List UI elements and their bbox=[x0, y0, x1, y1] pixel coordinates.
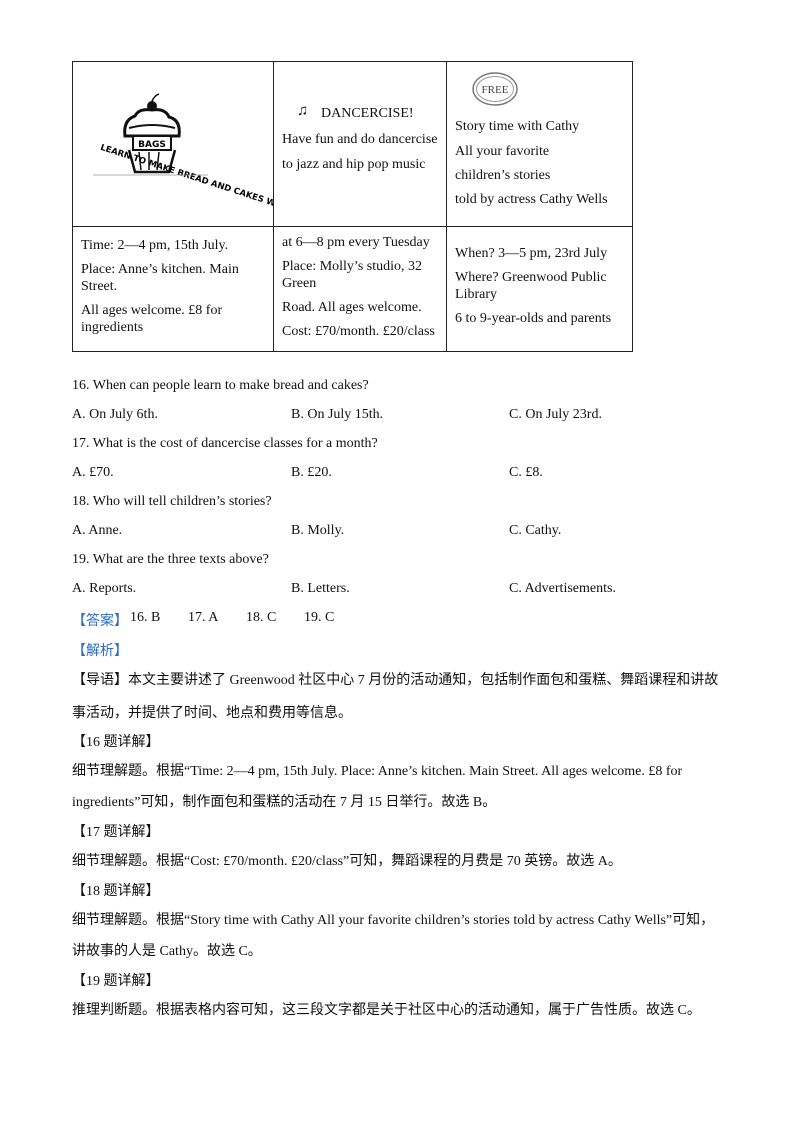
story-ad-cell: FREE Story time with Cathy All your favo… bbox=[446, 61, 633, 227]
story-when: When? 3—5 pm, 23rd July bbox=[455, 245, 608, 261]
dance-place: Place: Molly’s studio, 32 Green bbox=[282, 258, 422, 291]
question-stem: 18. Who will tell children’s stories? bbox=[72, 494, 272, 509]
guide-line-1: 【导语】本文主要讲述了 Greenwood 社区中心 7 月份的活动通知，包括制… bbox=[72, 673, 719, 688]
question-stem: 17. What is the cost of dancercise class… bbox=[72, 436, 378, 451]
analysis-label: 【解析】 bbox=[72, 644, 128, 659]
option-a: A. Reports. bbox=[72, 581, 137, 596]
detail-18-line-1: 细节理解题。根据“Story time with Cathy All your … bbox=[72, 913, 715, 928]
free-badge: FREE bbox=[472, 72, 518, 106]
question-stem: 19. What are the three texts above? bbox=[72, 552, 269, 567]
option-a: A. £70. bbox=[72, 465, 114, 480]
story-info-cell: When? 3—5 pm, 23rd July Where? Greenwood… bbox=[446, 225, 633, 352]
option-b: B. Molly. bbox=[291, 523, 345, 538]
story-line-4: told by actress Cathy Wells bbox=[455, 192, 608, 207]
bakery-time: Time: 2—4 pm, 15th July. bbox=[81, 237, 229, 253]
bakery-ad-cell: BAGS LEARN TO MAKE BREAD AND CAKES WITH … bbox=[72, 61, 320, 227]
bakery-ages: All ages welcome. £8 for ingredients bbox=[81, 302, 223, 335]
detail-17-line-1: 细节理解题。根据“Cost: £70/month. £20/class”可知，舞… bbox=[72, 854, 622, 869]
free-badge-text: FREE bbox=[482, 84, 509, 96]
detail-19-heading: 【19 题详解】 bbox=[72, 974, 160, 989]
option-b: B. Letters. bbox=[291, 581, 350, 596]
story-line-2: All your favorite bbox=[455, 144, 550, 159]
answer-16: 16. B bbox=[130, 610, 161, 625]
guide-line-2: 事活动，并提供了时间、地点和费用等信息。 bbox=[72, 706, 352, 721]
option-c: C. Advertisements. bbox=[509, 581, 616, 596]
option-a: A. Anne. bbox=[72, 523, 123, 538]
detail-19-line-1: 推理判断题。根据表格内容可知，这三段文字都是关于社区中心的活动通知，属于广告性质… bbox=[72, 1003, 701, 1018]
story-where: Where? Greenwood Public Library bbox=[455, 269, 607, 302]
dance-info-cell: at 6—8 pm every Tuesday Place: Molly’s s… bbox=[272, 225, 448, 352]
logo-top-text: BAGS bbox=[138, 140, 166, 150]
logo-banner-text: LEARN TO MAKE BREAD AND CAKES WITH ANNE bbox=[99, 143, 273, 220]
dance-line-1: Have fun and do dancercise bbox=[282, 132, 438, 147]
detail-16-line-2: ingredients”可知，制作面包和蛋糕的活动在 7 月 15 日举行。故选… bbox=[72, 795, 497, 810]
detail-18-heading: 【18 题详解】 bbox=[72, 884, 160, 899]
dance-line-2: to jazz and hip pop music bbox=[282, 157, 426, 172]
dance-road: Road. All ages welcome. bbox=[282, 299, 422, 315]
story-line-1: Story time with Cathy bbox=[455, 119, 580, 134]
story-ages: 6 to 9-year-olds and parents bbox=[455, 310, 612, 326]
answer-19: 19. C bbox=[304, 610, 335, 625]
option-c: C. £8. bbox=[509, 465, 543, 480]
cupcake-logo-image: BAGS LEARN TO MAKE BREAD AND CAKES WITH … bbox=[93, 93, 320, 223]
question-stem: 16. When can people learn to make bread … bbox=[72, 378, 369, 393]
bakery-place: Place: Anne’s kitchen. Main Street. bbox=[81, 261, 239, 294]
option-c: C. Cathy. bbox=[509, 523, 562, 538]
dance-cost: Cost: £70/month. £20/class bbox=[282, 323, 435, 339]
dance-title: DANCERCISE! bbox=[321, 106, 414, 121]
option-b: B. On July 15th. bbox=[291, 407, 384, 422]
answer-label: 【答案】 bbox=[72, 614, 128, 629]
detail-18-line-2: 讲故事的人是 Cathy。故选 C。 bbox=[72, 944, 262, 959]
answer-17: 17. A bbox=[188, 610, 219, 625]
bakery-info-cell: Time: 2—4 pm, 15th July. Place: Anne’s k… bbox=[72, 225, 274, 352]
answer-18: 18. C bbox=[246, 610, 277, 625]
advertisement-table: BAGS LEARN TO MAKE BREAD AND CAKES WITH … bbox=[72, 61, 633, 352]
dance-ad-cell: ♫ DANCERCISE! Have fun and do dancercise… bbox=[272, 61, 448, 227]
music-note-icon: ♫ bbox=[297, 103, 309, 119]
option-c: C. On July 23rd. bbox=[509, 407, 602, 422]
story-line-3: children’s stories bbox=[455, 168, 551, 183]
dance-time: at 6—8 pm every Tuesday bbox=[282, 234, 430, 250]
detail-16-line-1: 细节理解题。根据“Time: 2—4 pm, 15th July. Place:… bbox=[72, 764, 683, 779]
option-b: B. £20. bbox=[291, 465, 332, 480]
option-a: A. On July 6th. bbox=[72, 407, 158, 422]
detail-16-heading: 【16 题详解】 bbox=[72, 735, 160, 750]
detail-17-heading: 【17 题详解】 bbox=[72, 825, 160, 840]
